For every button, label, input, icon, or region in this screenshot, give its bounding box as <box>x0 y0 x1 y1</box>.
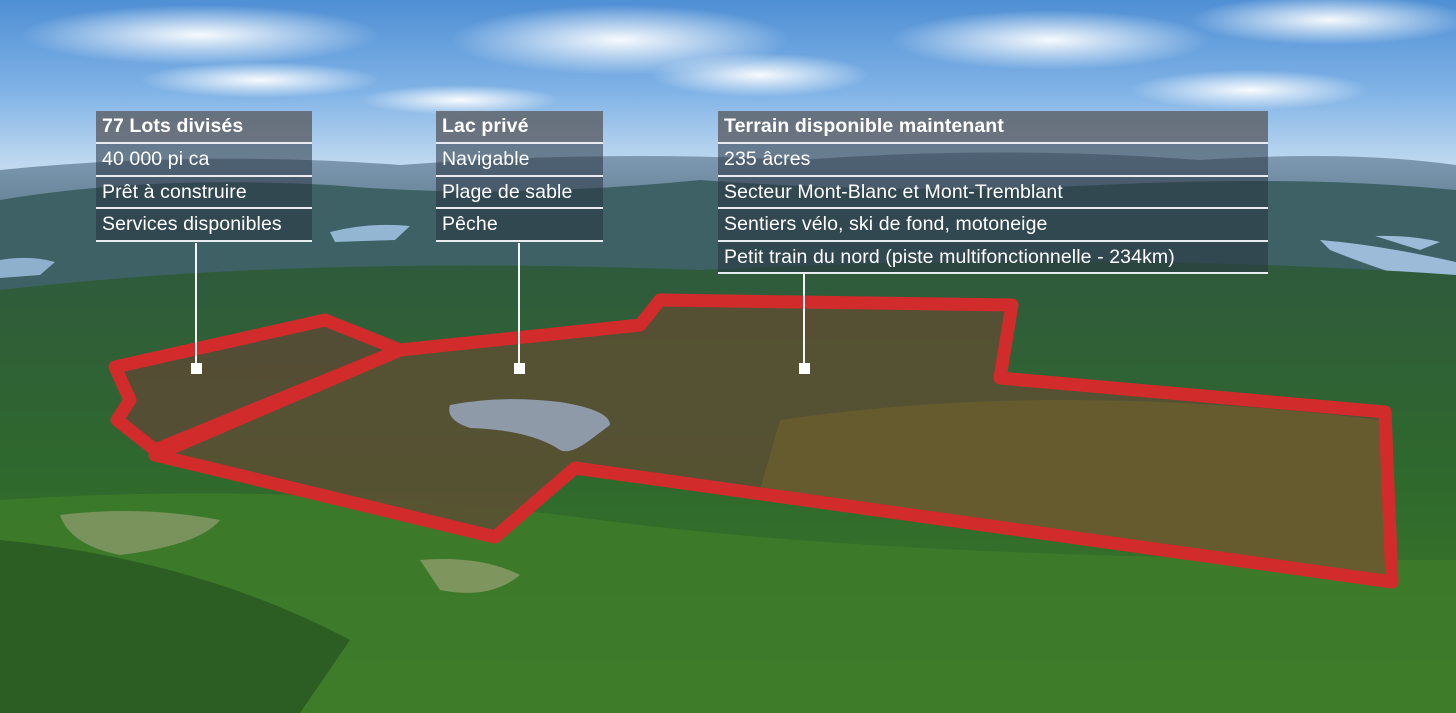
callout-item: Services disponibles <box>96 209 312 242</box>
callout-item: Navigable <box>436 144 603 177</box>
callout-item: Plage de sable <box>436 176 603 209</box>
marker-lake <box>514 363 525 374</box>
clouds <box>20 0 1456 115</box>
callout-title: Lac privé <box>436 111 603 144</box>
callout-item: 235 âcres <box>718 144 1268 177</box>
private-lake <box>449 399 610 452</box>
callout-item: Secteur Mont-Blanc et Mont-Tremblant <box>718 176 1268 209</box>
leader-line-terrain <box>803 272 805 367</box>
callout-item: Prêt à construire <box>96 176 312 209</box>
leader-line-lake <box>518 243 520 367</box>
callout-item: Petit train du nord (piste multifonction… <box>718 241 1268 274</box>
leader-line-lots <box>195 243 197 367</box>
callout-title: Terrain disponible maintenant <box>718 111 1268 144</box>
callout-lake: Lac privé Navigable Plage de sable Pêche <box>436 111 603 242</box>
property-outline <box>148 293 1399 589</box>
callout-item: Pêche <box>436 209 603 242</box>
callout-item: Sentiers vélo, ski de fond, motoneige <box>718 209 1268 242</box>
callout-lots: 77 Lots divisés 40 000 pi ca Prêt à cons… <box>96 111 312 242</box>
marker-terrain <box>799 363 810 374</box>
callout-terrain: Terrain disponible maintenant 235 âcres … <box>718 111 1268 274</box>
marker-lots <box>191 363 202 374</box>
callout-item: 40 000 pi ca <box>96 144 312 177</box>
callout-title: 77 Lots divisés <box>96 111 312 144</box>
